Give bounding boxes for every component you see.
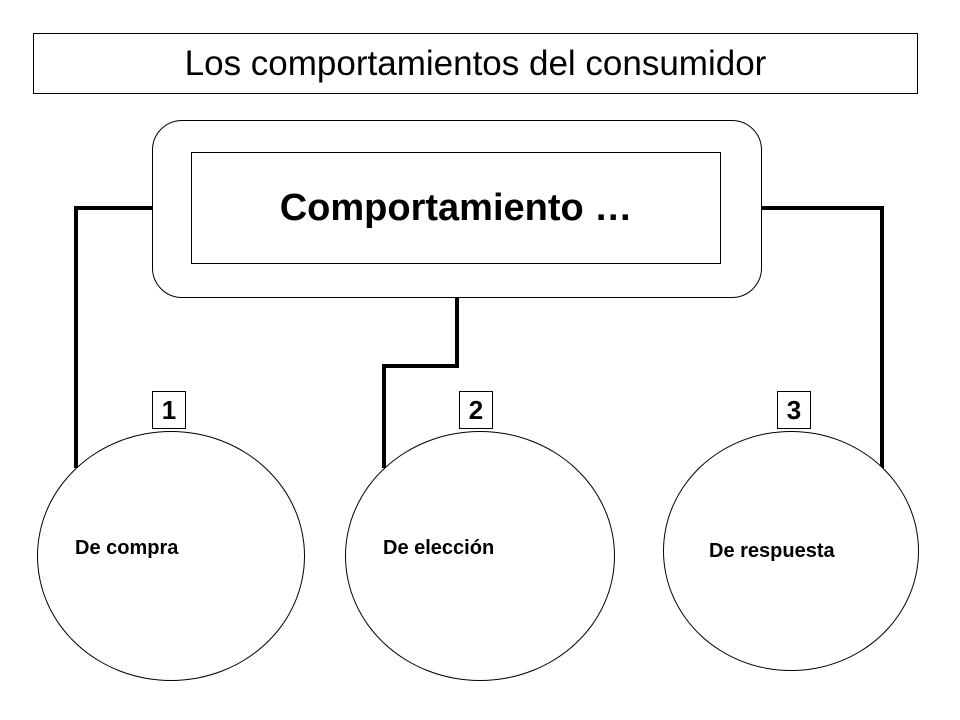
branch-label-3: De respuesta [709, 540, 835, 562]
connector-middle [382, 298, 459, 468]
branch-circle-1 [37, 431, 305, 681]
branch-number-3: 3 [777, 391, 811, 429]
branch-number-2: 2 [459, 391, 493, 429]
branch-number-1: 1 [152, 391, 186, 429]
connector-right [762, 206, 884, 468]
connector-left [74, 206, 152, 468]
branch-label-2: De elección [383, 537, 495, 559]
branch-label-1: De compra [75, 537, 179, 559]
branch-circle-3 [663, 431, 919, 671]
diagram-title: Los comportamientos del consumidor [33, 33, 918, 94]
central-node: Comportamiento … [191, 152, 721, 264]
branch-circle-2 [345, 431, 615, 681]
